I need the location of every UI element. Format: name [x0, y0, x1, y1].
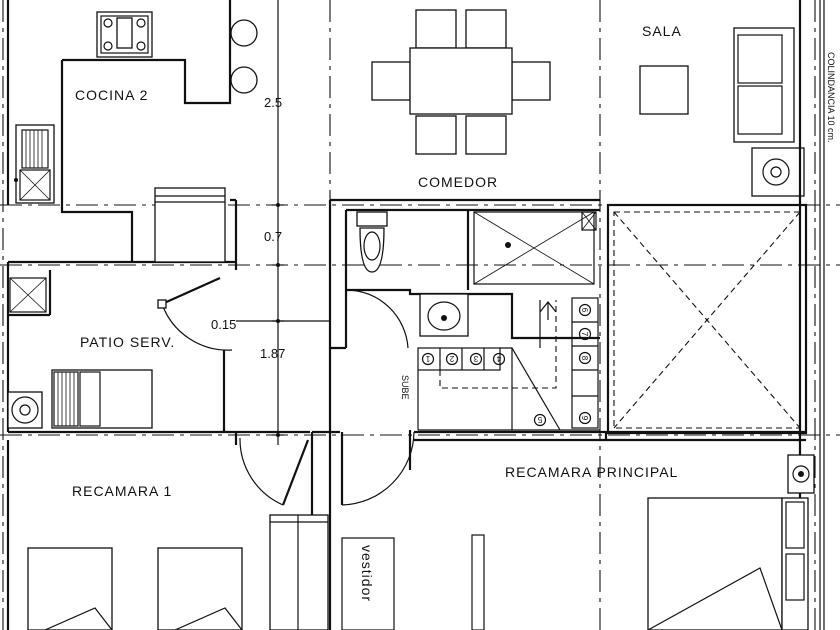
room-label-recamara-1: RECAMARA 1	[72, 483, 172, 499]
stairs	[417, 297, 600, 431]
nightstand-icon	[781, 454, 815, 630]
stairs-up-label: SUBE	[400, 375, 410, 400]
step-number: 5	[537, 415, 542, 424]
dining-table-icon	[371, 9, 551, 155]
room-label-sala: SALA	[642, 23, 682, 39]
recamara-door	[239, 437, 310, 506]
washer-icon	[51, 369, 153, 429]
bathroom-walls	[328, 198, 600, 350]
step-number: 1	[425, 354, 430, 363]
bed-icon	[27, 497, 783, 630]
step-number: 7	[580, 332, 589, 337]
patio-drain-icon	[9, 277, 47, 313]
counter-appliance-icon	[154, 187, 226, 263]
shower-icon	[473, 211, 597, 285]
water-heater-icon	[14, 124, 55, 204]
stove-icon	[96, 11, 153, 58]
bedroom-walls	[6, 430, 806, 630]
open-void	[606, 203, 808, 435]
room-label-patio: PATIO SERV.	[80, 334, 175, 350]
step-number: 2	[449, 354, 454, 363]
dimension-line	[236, 0, 330, 445]
room-label-vestidor: vestidor	[359, 545, 375, 602]
step-number: 6	[580, 308, 589, 313]
room-label-cocina: COCINA 2	[75, 87, 148, 103]
dimension-label: 0.7	[264, 229, 282, 244]
patio-door	[157, 276, 233, 351]
room-label-recamara-principal: RECAMARA PRINCIPAL	[505, 464, 678, 480]
step-number: 9	[580, 416, 589, 421]
dimension-label: 1.87	[260, 346, 285, 361]
colindancia-label: COLINDANCIA 10 cm.	[826, 52, 836, 143]
boiler-icon	[7, 391, 43, 429]
dimension-label: 0.15	[211, 317, 236, 332]
sala-furniture-icon	[639, 27, 805, 197]
sink-icon	[419, 293, 469, 337]
step-number: 3	[473, 354, 478, 363]
dimension-label: 2.5	[264, 95, 282, 110]
step-number: 4	[496, 354, 501, 363]
stools-icon	[230, 19, 258, 94]
closet-icon	[269, 514, 485, 630]
vestidor-panel	[341, 537, 395, 630]
stair-step-numbers: 1 2 3 4 5 6 7 8 9	[425, 308, 589, 424]
step-number: 8	[580, 356, 589, 361]
bathroom-door	[344, 289, 409, 349]
room-label-comedor: COMEDOR	[418, 174, 498, 190]
toilet-icon	[356, 211, 388, 273]
